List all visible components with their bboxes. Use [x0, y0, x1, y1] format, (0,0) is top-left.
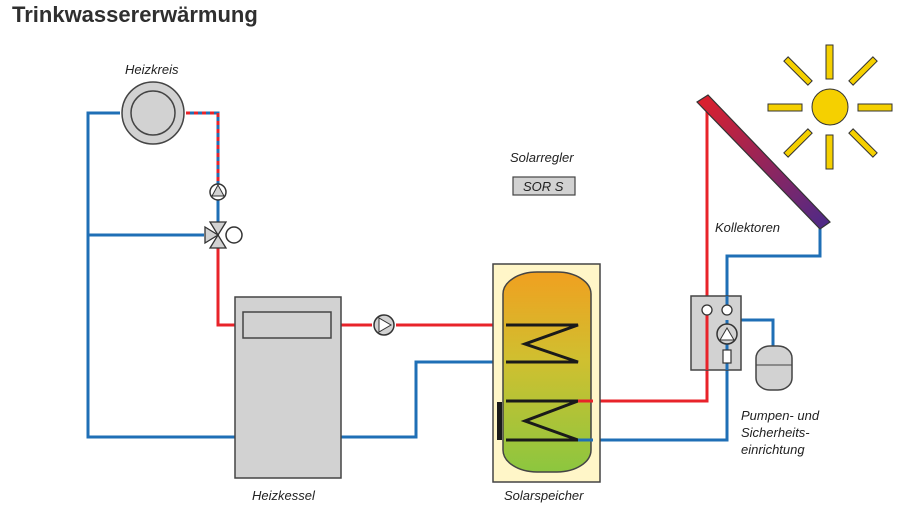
solarspeicher-tank: [492, 263, 601, 483]
tank-to-boiler-pipe: [340, 360, 506, 439]
mixing-valve-icon: [204, 221, 243, 249]
upper-heat-coil: [506, 323, 579, 364]
page-title: Trinkwassererwärmung: [12, 2, 258, 27]
kollektoren-label: Kollektoren: [715, 220, 780, 235]
heizkreis-radiator: [121, 81, 185, 145]
svg-text:Sicherheits-: Sicherheits-: [741, 425, 810, 440]
electric-heater: [497, 402, 502, 440]
heizkessel-label: Heizkessel: [252, 488, 316, 503]
solarregler-label: Solarregler: [510, 150, 574, 165]
gauge-icon: [721, 304, 733, 316]
return-pipe-left: [86, 111, 236, 439]
expansion-pipe: [739, 318, 775, 350]
thermometer-icon: [701, 304, 713, 316]
expansion-vessel: [755, 345, 793, 391]
svg-text:einrichtung: einrichtung: [741, 442, 805, 457]
lower-heat-coil: [506, 399, 579, 442]
solar-return-pipe: [593, 362, 729, 442]
sun-icon: [767, 44, 893, 170]
heizkessel-boiler: [234, 296, 342, 479]
solar-supply-pipe: [593, 310, 709, 403]
boiler-supply-pipe: [216, 248, 236, 327]
flow-meter-icon: [722, 349, 732, 364]
pump-safety-unit: [690, 295, 742, 371]
sor-s-controller: SOR S: [512, 176, 576, 196]
heating-pump-icon: [209, 183, 227, 201]
solar-collector: [696, 94, 831, 230]
charging-pump-icon: [373, 314, 395, 336]
heizkreis-supply-pipe: [186, 111, 220, 185]
heizkreis-label: Heizkreis: [125, 62, 179, 77]
svg-text:SOR S: SOR S: [523, 179, 564, 194]
svg-text:Pumpen- und: Pumpen- und: [741, 408, 820, 423]
pipes: [86, 104, 822, 442]
pumpen-label: Pumpen- und Sicherheits- einrichtung: [741, 408, 820, 457]
solarspeicher-label: Solarspeicher: [504, 488, 584, 503]
